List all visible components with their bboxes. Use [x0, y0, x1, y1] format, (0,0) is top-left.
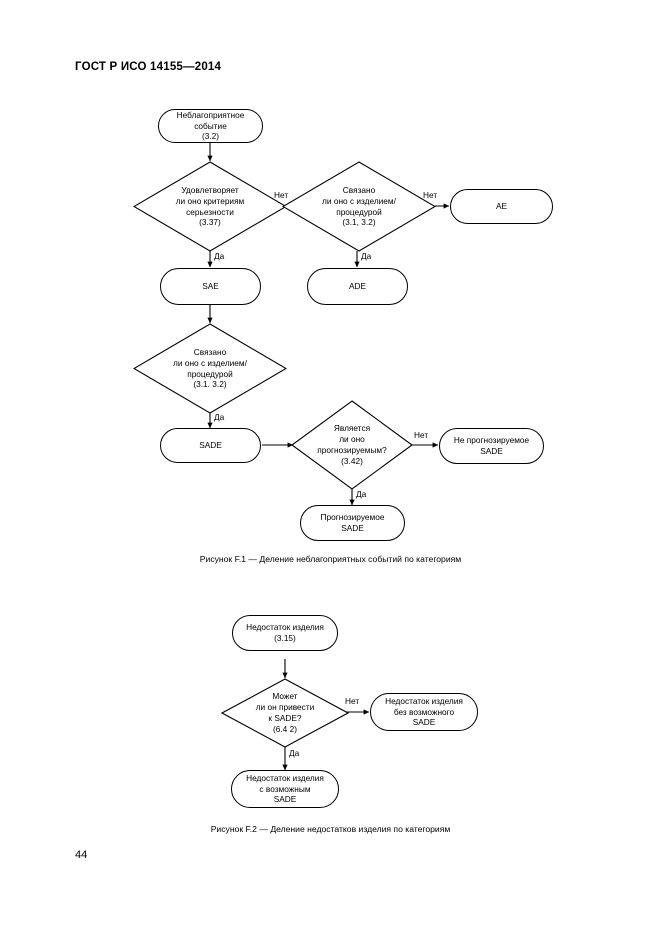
node-sade-label: SADE — [199, 440, 222, 451]
edge-label-yes-3: Да — [214, 412, 225, 422]
figure1-caption: Рисунок F.1 — Деление неблагоприятных со… — [199, 554, 462, 564]
document-header: ГОСТ Р ИСО 14155—2014 — [75, 61, 222, 73]
edge-label-f2-yes-1: Да — [289, 748, 300, 758]
edge-label-yes-1: Да — [214, 251, 225, 261]
node-sae-label: SAE — [202, 281, 219, 292]
node-sade: SADE — [160, 428, 261, 463]
node-ade-label: ADE — [348, 281, 367, 292]
edge-label-yes-4: Да — [356, 489, 367, 499]
node-ae: AE — [450, 189, 553, 224]
edge-label-no-2: Нет — [423, 190, 438, 200]
node-device-deficiency: Недостаток изделия(3.15) — [232, 615, 338, 651]
node-device-deficiency-label: Недостаток изделия(3.15) — [246, 622, 324, 643]
edge-label-no-3: Нет — [414, 430, 429, 440]
figure2-caption: Рисунок F.2 — Деление недостатков издели… — [210, 824, 451, 834]
node-ade: ADE — [307, 268, 408, 305]
edge-label-f2-no-1: Нет — [345, 696, 360, 706]
page-number: 44 — [75, 849, 88, 861]
edge-label-no-1: Нет — [274, 190, 289, 200]
edge-label-yes-2: Да — [361, 251, 372, 261]
node-sae: SAE — [160, 268, 261, 305]
node-ae-label: AE — [495, 201, 508, 212]
